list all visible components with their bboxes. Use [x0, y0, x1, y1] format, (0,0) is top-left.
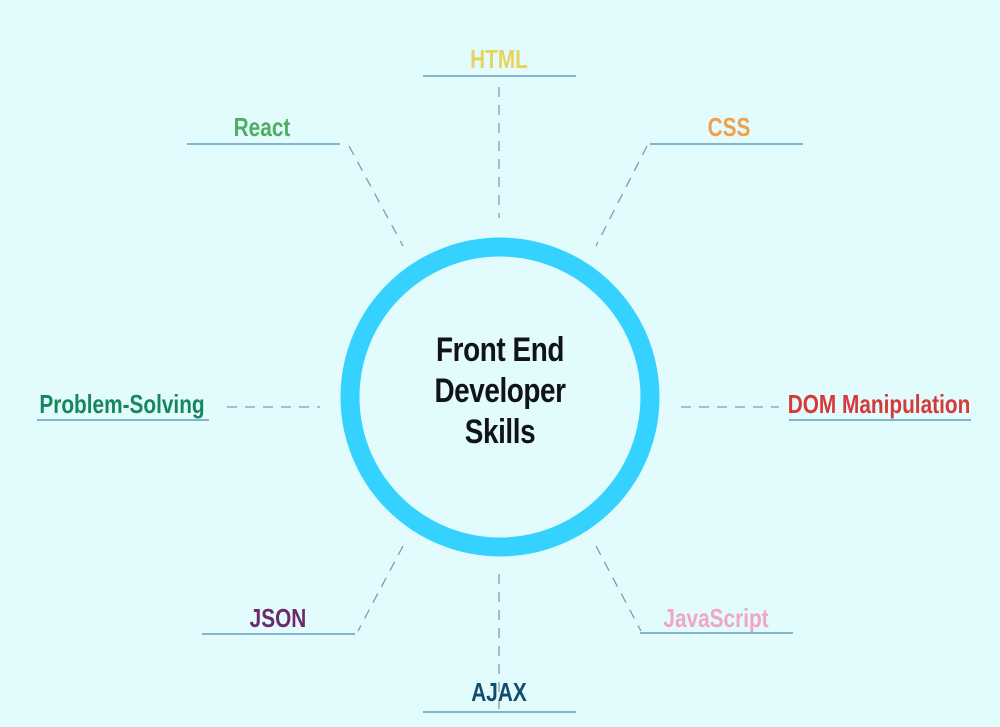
skill-label-javascript: JavaScript: [663, 603, 769, 633]
center-title: Front End Developer Skills: [393, 330, 606, 453]
skill-label-problem-solving: Problem-Solving: [39, 389, 205, 419]
skill-label-react: React: [233, 112, 291, 142]
skill-label-html: HTML: [470, 44, 528, 74]
connector-react: [348, 145, 404, 247]
skill-underline-javascript: [640, 632, 793, 634]
skill-underline-dom-manipulation: [789, 419, 971, 421]
skill-label-dom-manipulation: DOM Manipulation: [787, 389, 971, 419]
skill-underline-json: [202, 633, 355, 635]
skill-label-ajax: AJAX: [471, 677, 527, 707]
skill-underline-html: [423, 75, 576, 77]
center-title-line-2: Developer: [434, 372, 566, 410]
center-ring: [340, 237, 660, 557]
connector-json: [357, 545, 404, 632]
skill-underline-css: [650, 143, 803, 145]
skill-label-json: JSON: [249, 603, 307, 633]
connector-lines: [227, 87, 779, 709]
skill-label-css: CSS: [707, 112, 751, 142]
connector-javascript: [595, 545, 642, 632]
skill-underline-react: [187, 143, 340, 145]
skill-underline-ajax: [423, 711, 576, 713]
connector-css: [595, 145, 648, 247]
skill-underline-problem-solving: [37, 419, 209, 421]
center-title-line-1: Front End: [436, 331, 564, 369]
center-title-line-3: Skills: [464, 413, 536, 451]
